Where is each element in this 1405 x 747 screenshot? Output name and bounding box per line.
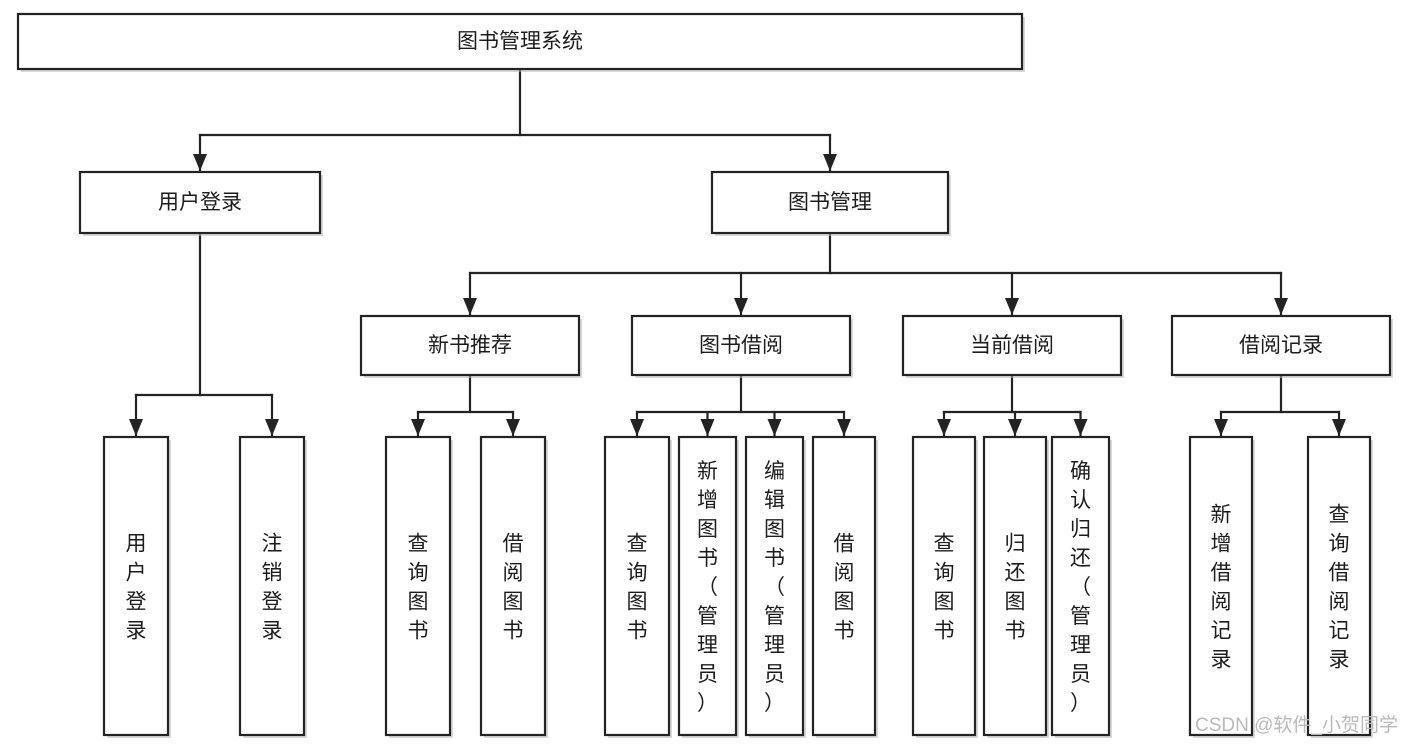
node-leaf-return-book[interactable]: 归还图书	[982, 435, 1049, 738]
node-label: 用户登录	[126, 533, 147, 643]
node-box	[811, 435, 877, 737]
arrow-head-icon	[463, 298, 477, 315]
node-label: 查询图书	[627, 533, 648, 643]
node-box	[630, 314, 852, 377]
node-box	[16, 12, 1024, 71]
node-label: 借阅图书	[503, 533, 524, 643]
node-label: 用户登录	[158, 191, 242, 214]
node-box	[911, 435, 977, 737]
arrow-head-icon	[823, 154, 837, 171]
node-leaf-user-logout[interactable]: 注销登录	[238, 435, 307, 738]
csdn-watermark: CSDN @软件_小贺同学	[1195, 714, 1398, 736]
node-label: 图书借阅	[699, 334, 783, 357]
node-label: 当前借阅	[970, 334, 1054, 357]
node-label: 归还图书	[1005, 533, 1026, 643]
arrow-head-icon	[1214, 419, 1228, 436]
node-label: 查询图书	[934, 533, 955, 643]
arrow-head-icon	[411, 419, 425, 436]
node-box	[744, 435, 805, 737]
node-label: 新增图书（管理员）	[697, 460, 718, 715]
node-box	[238, 435, 306, 737]
arrow-head-icon	[129, 419, 143, 436]
node-label: 图书管理系统	[457, 30, 583, 53]
node-leaf-edit-book-admin[interactable]: 编辑图书（管理员）	[744, 435, 806, 738]
arrow-head-icon	[630, 419, 644, 436]
node-leaf-cur-query-book[interactable]: 查询图书	[911, 435, 978, 738]
arrow-head-icon	[1005, 298, 1019, 315]
node-label: 图书管理	[788, 191, 872, 214]
arrow-head-icon	[265, 419, 279, 436]
node-leaf-borrow-borrow-book[interactable]: 借阅图书	[811, 435, 878, 738]
node-root[interactable]: 图书管理系统	[16, 12, 1025, 72]
node-label: 新增借阅记录	[1211, 504, 1232, 672]
node-leaf-query-borrow-record[interactable]: 查询借阅记录	[1306, 435, 1373, 738]
node-box	[603, 435, 671, 737]
node-label: 编辑图书（管理员）	[764, 460, 785, 715]
node-leaf-borrow-query-book[interactable]: 查询图书	[603, 435, 672, 738]
node-leaf-add-book-admin[interactable]: 新增图书（管理员）	[677, 435, 739, 738]
arrow-head-icon	[837, 419, 851, 436]
node-box	[982, 435, 1048, 737]
arrow-head-icon	[937, 419, 951, 436]
node-box	[78, 170, 322, 235]
node-label: 借阅图书	[834, 533, 855, 643]
node-box	[359, 314, 581, 377]
arrow-head-icon	[1008, 419, 1022, 436]
arrow-head-icon	[734, 298, 748, 315]
node-box	[384, 435, 452, 737]
node-book-borrow[interactable]: 图书借阅	[630, 314, 853, 378]
node-box	[1188, 435, 1254, 737]
node-label: 确认归还（管理员）	[1070, 460, 1091, 715]
node-new-book-rec[interactable]: 新书推荐	[359, 314, 582, 378]
node-box	[1170, 314, 1392, 377]
node-book-manage[interactable]: 图书管理	[710, 170, 951, 236]
arrow-head-icon	[1332, 419, 1346, 436]
arrow-head-icon	[700, 419, 715, 436]
node-label: 借阅记录	[1239, 334, 1323, 357]
node-box	[102, 435, 170, 737]
node-leaf-confirm-return-admin[interactable]: 确认归还（管理员）	[1050, 435, 1112, 738]
node-box	[677, 435, 738, 737]
node-current-borrow[interactable]: 当前借阅	[901, 314, 1124, 378]
node-label: 注销登录	[262, 533, 283, 643]
arrow-head-icon	[506, 419, 520, 436]
node-box	[479, 435, 547, 737]
node-label: 查询图书	[408, 533, 429, 643]
node-user-login[interactable]: 用户登录	[78, 170, 323, 236]
node-leaf-rec-query-book[interactable]: 查询图书	[384, 435, 453, 738]
node-box	[710, 170, 950, 235]
nodes-layer: 图书管理系统用户登录图书管理新书推荐图书借阅当前借阅借阅记录用户登录注销登录查询…	[16, 12, 1393, 738]
node-box	[1050, 435, 1111, 737]
node-borrow-record[interactable]: 借阅记录	[1170, 314, 1393, 378]
arrow-head-icon	[1073, 419, 1088, 436]
node-leaf-rec-borrow-book[interactable]: 借阅图书	[479, 435, 548, 738]
node-box	[901, 314, 1123, 377]
arrow-head-icon	[767, 419, 782, 436]
node-leaf-add-borrow-record[interactable]: 新增借阅记录	[1188, 435, 1255, 738]
connectors-layer	[129, 67, 1346, 438]
arrow-head-icon	[1274, 298, 1288, 315]
node-box	[1306, 435, 1372, 737]
node-leaf-user-login[interactable]: 用户登录	[102, 435, 171, 738]
node-label: 新书推荐	[428, 334, 512, 357]
arrow-head-icon	[193, 154, 207, 171]
node-label: 查询借阅记录	[1329, 504, 1350, 672]
